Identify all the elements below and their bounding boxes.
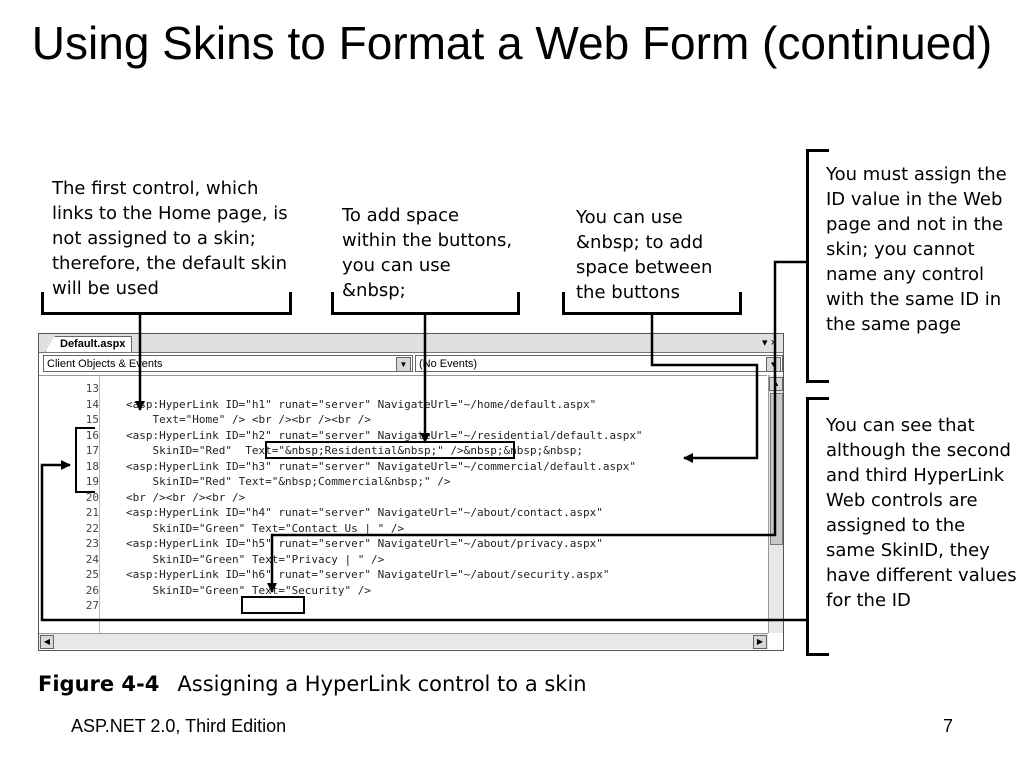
chevron-down-icon[interactable]: ▼ (766, 357, 781, 372)
callout-nbsp-between: You can use &nbsp; to add space between … (576, 207, 713, 303)
code-line: <asp:HyperLink ID="h1" runat="server" Na… (126, 397, 597, 411)
code-line: <asp:HyperLink ID="h6" runat="server" Na… (126, 568, 610, 581)
code-area[interactable]: 13 14 15 16 17 18 19 20 21 22 23 24 25 2… (39, 375, 767, 634)
line-number-gutter: 13 14 15 16 17 18 19 20 21 22 23 24 25 2… (39, 376, 100, 634)
callout-different-ids-bracket (806, 397, 829, 656)
line-number: 26 (85, 583, 99, 597)
callout-first-control-bracket (41, 292, 292, 315)
object-select-value: Client Objects & Events (47, 358, 163, 370)
code-line: SkinID="Red" Text="&nbsp;Commercial&nbsp… (126, 475, 451, 488)
tab-menu-close-icon[interactable]: ▾ × (761, 337, 777, 349)
event-select-value: (No Events) (419, 358, 478, 370)
line-number: 23 (85, 537, 99, 550)
vertical-scroll-thumb[interactable] (770, 393, 783, 545)
slide-title: Using Skins to Format a Web Form (contin… (31, 17, 993, 69)
code-line: <asp:HyperLink ID="h2" runat="server" Na… (126, 428, 643, 442)
callout-add-space: To add space within the buttons, you can… (342, 205, 513, 301)
line-number: 13 (85, 382, 99, 395)
callout-first-control: The first control, which links to the Ho… (52, 178, 288, 299)
code-line: <asp:HyperLink ID="h4" runat="server" Na… (126, 506, 603, 519)
line-number: 22 (85, 521, 99, 535)
event-select[interactable]: (No Events) ▼ (415, 355, 783, 372)
line-number: 21 (85, 506, 99, 519)
tab-default-aspx[interactable]: Default.aspx (45, 336, 133, 352)
code-line: SkinID="Green" Text="Privacy | " /> (126, 552, 385, 566)
footer-source: ASP.NET 2.0, Third Edition (71, 716, 287, 736)
line-number: 25 (85, 568, 99, 581)
code-line: <br /><br /><br /> (126, 490, 246, 504)
line-number: 27 (85, 599, 99, 612)
code-editor-window: Default.aspx ▾ × Client Objects & Events… (38, 333, 784, 651)
page-number: 7 (943, 716, 954, 736)
bracket-lines-16-19 (75, 427, 95, 493)
line-number: 16 (85, 428, 99, 442)
figure-caption: Figure 4-4 Assigning a HyperLink control … (38, 672, 587, 696)
figure-text: Assigning a HyperLink control to a skin (177, 672, 587, 696)
line-number: 24 (85, 552, 99, 566)
figure-label: Figure 4-4 (38, 672, 160, 696)
line-number: 17 (85, 444, 99, 457)
line-number: 20 (85, 490, 99, 504)
line-number: 14 (85, 397, 99, 411)
object-select[interactable]: Client Objects & Events ▼ (43, 355, 413, 372)
code-line: SkinID="Green" Text="Contact Us | " /> (126, 521, 405, 535)
line-number: 19 (85, 475, 99, 488)
editor-tab-bar: Default.aspx ▾ × (39, 334, 783, 353)
callout-different-ids: You can see that although the second and… (826, 415, 1017, 611)
code-line: Text="Home" /> <br /><br /><br /> (126, 413, 372, 426)
arrow-assign-id (267, 260, 806, 593)
arrow-different-ids (40, 460, 806, 622)
line-number: 18 (85, 459, 99, 473)
scroll-right-icon[interactable]: ▶ (753, 635, 767, 649)
scroll-left-icon[interactable]: ◀ (40, 635, 54, 649)
callout-assign-id: You must assign the ID value in the Web … (826, 164, 1007, 335)
highlight-text-residential (265, 441, 515, 459)
callout-assign-id-bracket (806, 149, 829, 383)
highlight-id-h6 (241, 596, 305, 614)
horizontal-scrollbar[interactable]: ◀ ▶ (39, 633, 768, 649)
line-number: 15 (85, 413, 99, 426)
code-line: SkinID="Red" Text="&nbsp;Residential&nbs… (126, 444, 583, 457)
chevron-down-icon[interactable]: ▼ (396, 357, 411, 372)
code-line: <asp:HyperLink ID="h3" runat="server" Na… (126, 459, 636, 473)
code-line: <asp:HyperLink ID="h5" runat="server" Na… (126, 537, 603, 550)
arrow-nbsp-between (650, 312, 759, 463)
